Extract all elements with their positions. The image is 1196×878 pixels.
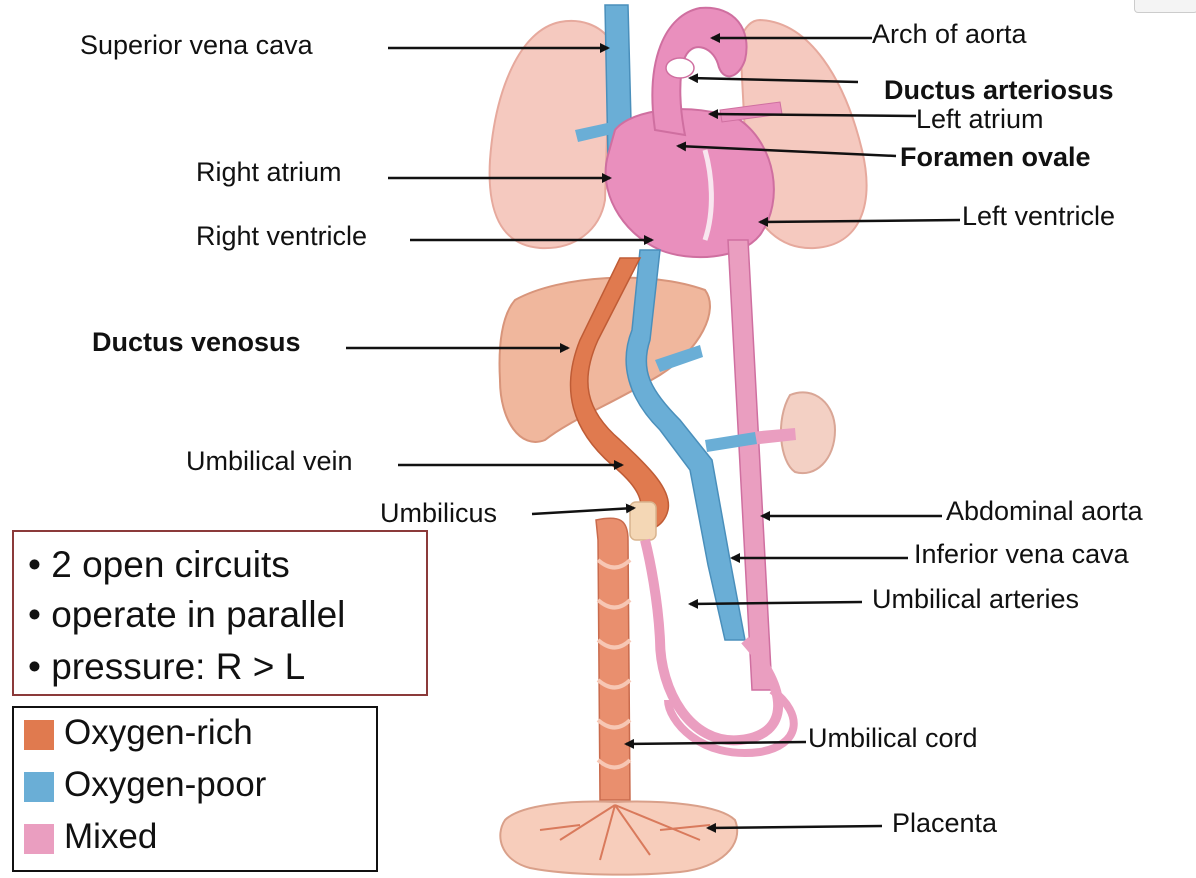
label-arch-of-aorta: Arch of aorta xyxy=(872,19,1027,49)
hepatic-vein-branch xyxy=(655,345,703,372)
leader-arrows xyxy=(346,33,961,833)
arrow-foramen-ovale xyxy=(676,141,897,158)
note-item: • 2 open circuits xyxy=(28,544,290,585)
umbilical-arteries-outer xyxy=(664,686,798,758)
label-umbilical-vein: Umbilical vein xyxy=(186,446,353,476)
label-superior-vena-cava: Superior vena cava xyxy=(80,30,313,60)
label-ductus-arteriosus: Ductus arteriosus xyxy=(884,75,1114,105)
notes-box: • 2 open circuits • operate in parallel … xyxy=(12,530,428,696)
legend-box: Oxygen-rich Oxygen-poor Mixed xyxy=(12,706,378,872)
ductus-arteriosus-shape xyxy=(665,57,695,79)
arrow-placenta xyxy=(706,822,883,833)
arrow-umbilicus xyxy=(531,503,636,516)
legend-label: Oxygen-rich xyxy=(64,713,253,752)
label-left-ventricle: Left ventricle xyxy=(962,201,1116,231)
label-placenta: Placenta xyxy=(892,808,998,838)
legend-swatch xyxy=(24,772,54,802)
note-item: • operate in parallel xyxy=(28,594,346,635)
heart xyxy=(604,108,775,259)
legend-swatch xyxy=(24,824,54,854)
legend-swatch xyxy=(24,720,54,750)
label-umbilical-arteries: Umbilical arteries xyxy=(872,584,1080,614)
renal-vein xyxy=(705,432,757,452)
label-abdominal-aorta: Abdominal aorta xyxy=(946,496,1143,526)
heart-septum xyxy=(702,149,714,241)
legend-label: Mixed xyxy=(64,817,158,856)
label-left-atrium: Left atrium xyxy=(916,104,1044,134)
pulmonary-veins-right xyxy=(575,122,612,142)
umbilical-arteries xyxy=(640,538,784,746)
label-inferior-vena-cava: Inferior vena cava xyxy=(914,539,1129,569)
arrow-umbilical-arteries xyxy=(688,598,863,609)
label-foramen-ovale: Foramen ovale xyxy=(900,142,1091,172)
legend-label: Oxygen-poor xyxy=(64,765,267,804)
arrow-ductus-arteriosus xyxy=(688,73,859,84)
label-umbilicus: Umbilicus xyxy=(380,498,498,528)
arrow-umbilical-cord xyxy=(624,738,807,749)
umbilical-cord xyxy=(595,517,631,801)
umbilicus xyxy=(629,501,657,541)
note-item: • pressure: R > L xyxy=(28,646,306,687)
label-right-atrium: Right atrium xyxy=(196,157,342,187)
label-right-ventricle: Right ventricle xyxy=(196,221,368,251)
cord-twist xyxy=(596,558,632,770)
inferior-vena-cava xyxy=(625,249,746,641)
arrow-left-ventricle xyxy=(758,216,961,227)
placenta-vessels xyxy=(539,804,711,861)
arrow-left-atrium xyxy=(708,109,917,120)
renal-artery xyxy=(750,428,796,445)
placenta xyxy=(499,800,739,876)
label-umbilical-cord: Umbilical cord xyxy=(808,723,978,753)
window-corner-control[interactable] xyxy=(1134,0,1196,13)
label-ductus-venosus: Ductus venosus xyxy=(92,327,301,357)
